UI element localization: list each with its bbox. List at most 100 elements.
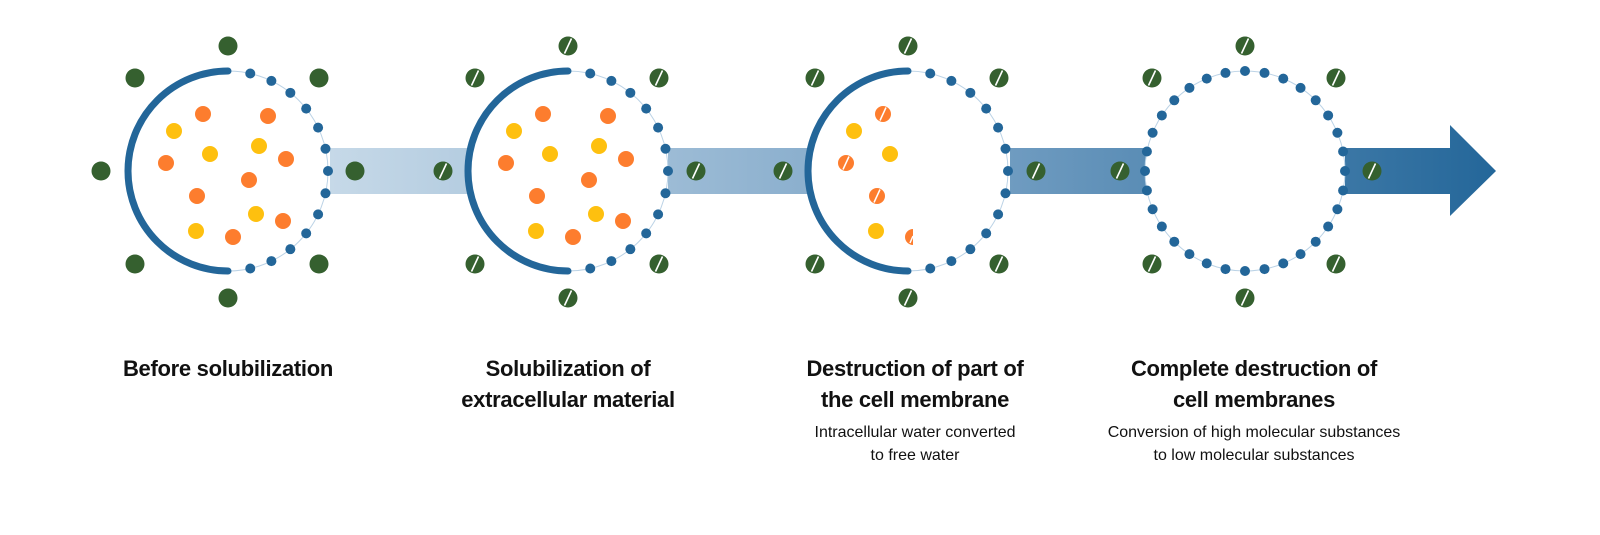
membrane-dot xyxy=(981,103,992,114)
enzyme-molecule-icon xyxy=(649,254,669,274)
cells-layer xyxy=(91,36,1382,308)
yellow-particle-icon xyxy=(202,146,218,162)
membrane-dot xyxy=(1259,264,1270,275)
membrane-dot xyxy=(1141,185,1152,196)
yellow-particle-icon xyxy=(591,138,607,154)
membrane-dot xyxy=(606,256,617,267)
membrane-dot xyxy=(320,143,331,154)
stage-title-line: the cell membrane xyxy=(820,387,1010,412)
orange-particle-icon xyxy=(869,188,885,204)
yellow-particle-icon xyxy=(251,138,267,154)
membrane-dot xyxy=(1201,73,1212,84)
enzyme-molecule-icon xyxy=(1235,36,1255,56)
membrane-dot xyxy=(660,188,671,199)
enzyme-molecule-icon xyxy=(989,68,1009,88)
enzyme-molecule-icon xyxy=(649,68,669,88)
yellow-particle-icon xyxy=(188,223,204,239)
cell-before-solubilization xyxy=(124,36,333,308)
enzyme-molecule-icon xyxy=(309,254,329,274)
stage-description-line: to low molecular substances xyxy=(1153,447,1355,464)
enzyme-molecules xyxy=(805,36,1009,308)
membrane-dot xyxy=(981,228,992,239)
enzyme-molecule-icon xyxy=(1142,254,1162,274)
orange-particle-icon xyxy=(615,213,631,229)
orange-particle-icon xyxy=(241,172,257,188)
enzyme-molecule-icon xyxy=(465,254,485,274)
membrane-dot xyxy=(641,103,652,114)
membrane-dot xyxy=(1332,127,1343,138)
membrane-solid-arc xyxy=(804,67,912,275)
stage-description-line: to free water xyxy=(870,447,960,464)
membrane-dot xyxy=(965,244,976,255)
enzyme-molecule-icon xyxy=(805,68,825,88)
stage-title: Before solubilization xyxy=(48,353,408,384)
membrane-dot xyxy=(1338,146,1349,157)
membrane-dot xyxy=(653,122,664,133)
orange-particle-icon xyxy=(905,229,914,245)
membrane-dot xyxy=(1295,249,1306,260)
membrane-dot xyxy=(1310,236,1321,247)
cell-partial-membrane-destruction xyxy=(804,36,1013,308)
yellow-particle-icon xyxy=(868,223,884,239)
orange-particle-icon xyxy=(195,106,211,122)
membrane-dot xyxy=(1340,166,1350,176)
enzyme-molecule-icon xyxy=(686,161,706,181)
membrane-dot xyxy=(1240,66,1250,76)
membrane-dot xyxy=(1278,258,1289,269)
membrane-dot xyxy=(301,228,312,239)
membrane-dot xyxy=(1332,204,1343,215)
membrane-dot xyxy=(320,188,331,199)
orange-particle-icon xyxy=(225,229,241,245)
membrane-dot xyxy=(1338,185,1349,196)
membrane-dot xyxy=(285,244,296,255)
membrane-dot xyxy=(1169,95,1180,106)
enzyme-molecules xyxy=(125,36,329,308)
enzyme-molecule-icon xyxy=(125,254,145,274)
yellow-particle-icon xyxy=(588,206,604,222)
enzyme-molecule-icon xyxy=(125,68,145,88)
membrane-dot xyxy=(1156,221,1167,232)
membrane-dot xyxy=(585,263,596,274)
membrane-dot xyxy=(1003,166,1013,176)
membrane-dot xyxy=(1147,204,1158,215)
membrane-dot xyxy=(1220,264,1231,275)
cell-membrane-icon xyxy=(804,67,1013,275)
membrane-dot xyxy=(1000,188,1011,199)
enzyme-molecules xyxy=(1142,36,1346,308)
enzyme-molecule-icon xyxy=(91,161,111,181)
cell-membrane-icon xyxy=(1140,66,1350,276)
enzyme-molecule-icon xyxy=(1110,161,1130,181)
yellow-particle-icon xyxy=(248,206,264,222)
orange-particle-icon xyxy=(158,155,174,171)
membrane-dot xyxy=(1141,146,1152,157)
membrane-dot xyxy=(266,256,277,267)
membrane-dot xyxy=(1000,143,1011,154)
enzyme-molecule-icon xyxy=(989,254,1009,274)
stage-description-line: Conversion of high molecular substances xyxy=(1107,424,1401,441)
enzyme-molecule-icon xyxy=(218,36,238,56)
enzyme-molecule-icon xyxy=(1362,161,1382,181)
orange-particle-icon xyxy=(278,151,294,167)
orange-particle-icon xyxy=(565,229,581,245)
membrane-dot xyxy=(925,263,936,274)
membrane-dot xyxy=(1220,67,1231,78)
membrane-dot xyxy=(965,87,976,98)
stage-title-line: extracellular material xyxy=(461,387,675,412)
membrane-dot xyxy=(245,263,256,274)
orange-particle-icon xyxy=(275,213,291,229)
enzyme-molecule-icon xyxy=(465,68,485,88)
stage-title-line: Before solubilization xyxy=(122,356,334,381)
orange-particle-icon xyxy=(498,155,514,171)
process-arrow-icon xyxy=(1345,125,1496,216)
enzyme-molecule-icon xyxy=(1235,288,1255,308)
orange-particle-icon xyxy=(260,108,276,124)
yellow-particle-icon xyxy=(506,123,522,139)
membrane-dot xyxy=(1310,95,1321,106)
membrane-dot xyxy=(625,87,636,98)
yellow-particle-icon xyxy=(542,146,558,162)
membrane-dot xyxy=(313,122,324,133)
